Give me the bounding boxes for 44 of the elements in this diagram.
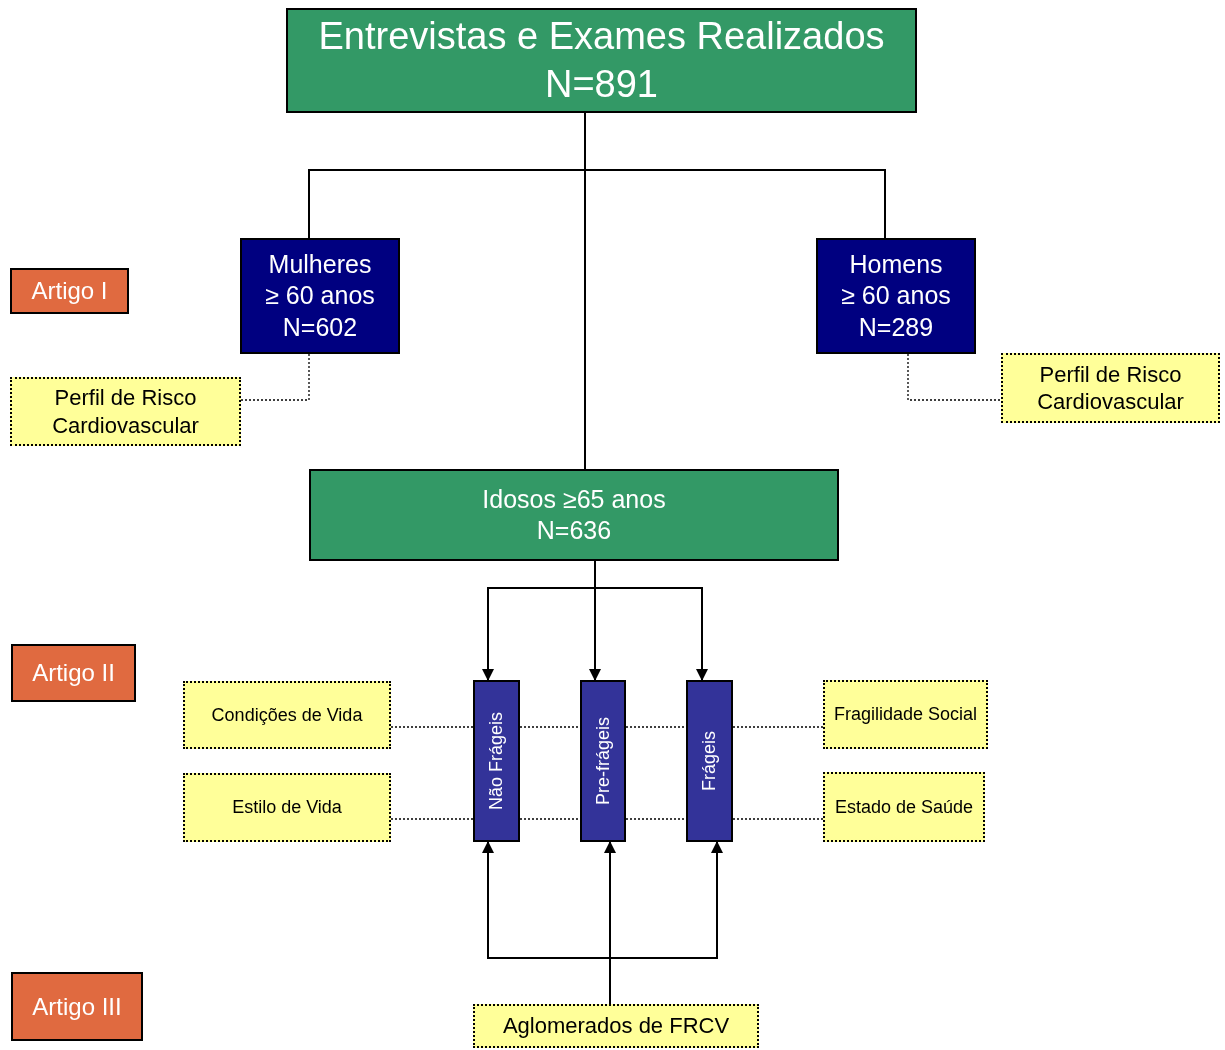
group-box (309, 469, 839, 561)
node-label: Perfil de Risco Cardiovascular (51, 384, 200, 439)
note-box (183, 773, 391, 842)
note-box (183, 681, 391, 749)
node-label: Artigo I (31, 276, 108, 306)
node-label: Fragilidade Social (833, 703, 978, 726)
group-box (816, 238, 976, 354)
category-bar (686, 680, 733, 842)
connector-line (584, 112, 586, 470)
node-label: Estilo de Vida (232, 796, 342, 819)
node-label: Artigo II (32, 658, 115, 688)
node-label: ≥ 60 anos (265, 280, 375, 312)
title-box (286, 8, 917, 113)
node-label: Não Frágeis (485, 711, 508, 810)
group-box (240, 238, 400, 354)
node-label: Idosos ≥65 anos (482, 483, 666, 515)
arrow (609, 841, 723, 1005)
node-label: N=289 (858, 311, 934, 343)
node-label: N=636 (536, 515, 612, 546)
node-label: N=891 (544, 61, 658, 107)
node-label: N=602 (282, 311, 358, 343)
node-label: Aglomerados de FRCV (502, 1012, 730, 1040)
node-label: Mulheres (268, 249, 372, 281)
node-label: Perfil de Risco Cardiovascular (1036, 360, 1185, 416)
node-label: ≥ 60 anos (841, 280, 951, 312)
note-box (473, 1004, 759, 1048)
category-bar (580, 680, 626, 842)
section-label (11, 972, 143, 1041)
section-label (11, 644, 136, 702)
node-label: Artigo III (32, 991, 122, 1022)
note-box (10, 377, 241, 446)
dotted-connector (907, 353, 1002, 401)
node-label: Frágeis (698, 731, 721, 791)
arrow (594, 560, 708, 681)
category-bar (473, 680, 520, 842)
note-box (823, 680, 988, 749)
node-label: Homens (849, 249, 943, 281)
node-label: Pre-frágeis (591, 717, 614, 805)
note-box (823, 772, 985, 842)
node-label: Estado de Saúde (834, 795, 974, 819)
section-label (10, 268, 129, 314)
node-label: Condições de Vida (211, 703, 363, 727)
node-label: Entrevistas e Exames Realizados (318, 14, 885, 59)
note-box (1001, 353, 1220, 423)
